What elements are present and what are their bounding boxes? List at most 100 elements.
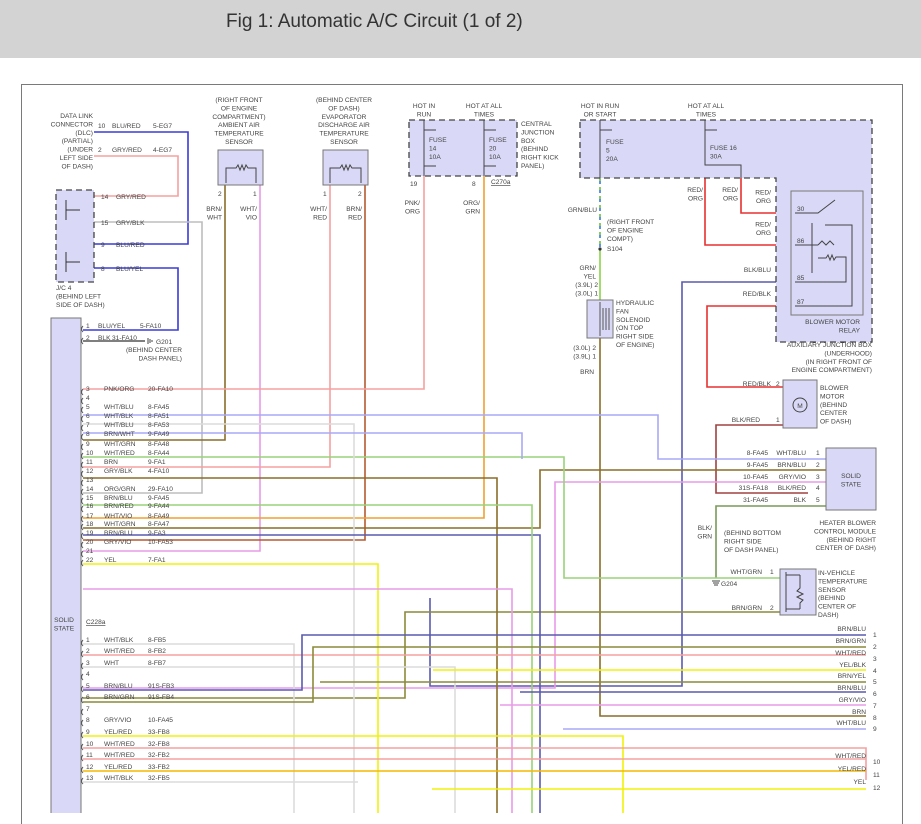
fuse-20-label: FUSE: [489, 137, 507, 144]
fan-solenoid-label: (ON TOP: [616, 325, 644, 332]
continuation-wire-label: BRN/BLU: [837, 626, 866, 633]
pin-number: 4: [86, 395, 90, 402]
circuit-label: 8-FA51: [148, 413, 170, 420]
g204-location-label: OF DASH PANEL): [724, 547, 778, 554]
pin-number: (3.0L) 2: [573, 345, 596, 352]
wire-label: WHT: [104, 660, 119, 667]
evap-sensor-label: (BEHIND CENTER: [316, 97, 372, 104]
wire-label: BLU/RED: [112, 123, 141, 130]
g201-location-label: DASH PANEL): [139, 355, 182, 362]
pin-connector-icon: [81, 497, 84, 505]
pin-number: 8: [86, 431, 90, 438]
ground-id: G201: [156, 339, 172, 346]
wire-brn-wht: [83, 185, 226, 441]
evap-sensor-label: DISCHARGE AIR: [318, 122, 370, 129]
wire-label: WHT/BLK: [104, 637, 134, 644]
wire-label: RED/BLK: [743, 291, 772, 298]
pin-connector-icon: [81, 731, 84, 739]
wire-label: WHT/GRN: [731, 569, 763, 576]
auxiliary-junction-box-label: (IN RIGHT FRONT OF: [806, 359, 872, 366]
hot-at-all-times-label: TIMES: [474, 111, 495, 118]
fuse-5-label: FUSE: [606, 139, 624, 146]
pin-connector-icon: [81, 443, 84, 451]
wire-label: YEL: [104, 557, 117, 564]
circuit-label: 8-FA53: [148, 422, 170, 429]
solid-state-label: SOLID: [54, 617, 74, 624]
dlc-label: (PARTIAL): [62, 138, 93, 145]
wire-label: BLK/RED: [778, 485, 806, 492]
pin-number: 6: [86, 413, 90, 420]
cjb-label: RIGHT KICK: [521, 155, 559, 162]
auxiliary-junction-box-label: ENGINE COMPARTMENT): [792, 367, 872, 374]
fuse-16-label: 30A: [710, 153, 722, 160]
circuit-label: 31-FA10: [112, 335, 137, 342]
pin-number: 13: [86, 477, 94, 484]
wire-label: GRY/RED: [116, 194, 146, 201]
continuation-number: 3: [873, 656, 877, 663]
wire-label: YEL/RED: [104, 729, 132, 736]
dlc-label: DATA LINK: [60, 113, 93, 120]
wire-label: WHT/RED: [104, 648, 135, 655]
circuit-label: 9-FA3: [148, 530, 166, 537]
pin-number: 8: [101, 266, 105, 273]
wire-label: WHT/: [240, 206, 257, 213]
pin-connector-icon: [81, 754, 84, 762]
pin-number: 7: [86, 706, 90, 713]
pin-connector-icon: [81, 650, 84, 658]
circuit-label: 31S-FA18: [739, 485, 769, 492]
heater-module-label: (BEHIND RIGHT: [827, 537, 876, 544]
hot-in-run-label: HOT IN: [413, 103, 435, 110]
pin-number: 2: [98, 147, 102, 154]
pin-connector-icon: [81, 479, 84, 487]
jc4-connector: [55, 189, 95, 283]
relay-switch-coil-icon: [795, 199, 853, 307]
pin-connector-icon: [81, 415, 84, 423]
pin-connector-icon: [81, 406, 84, 414]
wire-label: RED/: [755, 222, 771, 229]
pin-number: 5: [86, 404, 90, 411]
wire-wht-vio: [83, 185, 261, 552]
ambient-sensor-label: OF ENGINE: [221, 105, 258, 112]
wire-brn-blu-hbcm: [83, 469, 826, 529]
wire-gry-red: [94, 155, 179, 197]
pin-connector-icon: [81, 541, 84, 549]
in-vehicle-sensor-label: DASH): [818, 612, 839, 619]
wire-label: WHT/GRN: [104, 441, 136, 448]
in-vehicle-sensor-label: SENSOR: [818, 587, 846, 594]
wire-gry-blk: [83, 221, 203, 494]
pin-number: 4: [86, 671, 90, 678]
pin-number: 12: [86, 764, 94, 771]
fan-solenoid-label: SOLENOID: [616, 317, 650, 324]
wire-label: WHT/VIO: [104, 513, 132, 520]
pin-number: 1: [86, 637, 90, 644]
cjb-label: JUNCTION: [521, 129, 555, 136]
motor-symbol: M: [797, 403, 803, 410]
pin-number: 30: [797, 206, 805, 213]
pin-number: 9: [101, 242, 105, 249]
circuit-label: 8-FA47: [148, 521, 170, 528]
continuation-number: 5: [873, 679, 877, 686]
fuse-14-label: 10A: [429, 154, 441, 161]
wire-label: VIO: [246, 214, 257, 221]
wire-label: WHT/BLK: [104, 413, 134, 420]
heater-module-label: CONTROL MODULE: [814, 528, 877, 535]
wire-label: RED/BLK: [743, 381, 772, 388]
pin-number: 4: [816, 485, 820, 492]
circuit-label: 8-FB7: [148, 660, 166, 667]
wire-label: PNK/ORG: [104, 386, 134, 393]
blower-motor-label: MOTOR: [820, 393, 845, 400]
wires-layer: [83, 131, 867, 813]
hot-at-all-times-label: HOT AT ALL: [688, 103, 725, 110]
circuit-label: 91S-FB3: [148, 683, 174, 690]
pin-number: 16: [86, 503, 94, 510]
pin-connector-icon: [81, 777, 84, 785]
wire-label: ORG: [405, 208, 420, 215]
fan-solenoid-label: HYDRAULIC: [616, 300, 654, 307]
continuation-number: 4: [873, 668, 877, 675]
pin-number: 17: [86, 513, 94, 520]
pin-number: 5: [86, 683, 90, 690]
in-vehicle-sensor-label: CENTER OF: [818, 604, 856, 611]
evap-sensor-label: TEMPERATURE: [319, 131, 369, 138]
pin-connector-icon: [81, 424, 84, 432]
thermistor-icon: [329, 163, 362, 183]
